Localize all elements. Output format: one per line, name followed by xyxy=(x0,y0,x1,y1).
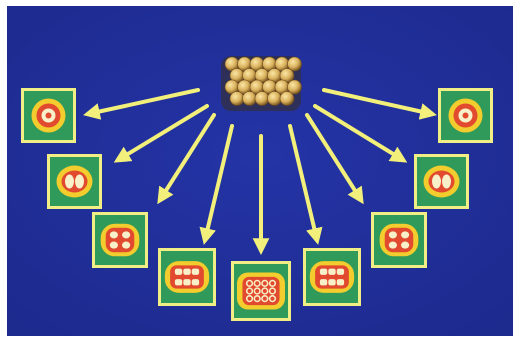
four-cell-icon xyxy=(379,223,419,257)
arrow-to-left-4 xyxy=(199,124,234,245)
cluster-cell xyxy=(229,91,245,106)
cell-cluster-icon xyxy=(221,56,302,111)
cluster-cell xyxy=(287,56,302,72)
stage-tile-right-3 xyxy=(371,212,427,268)
single-cell-icon xyxy=(448,98,483,133)
single-cell-icon xyxy=(31,98,66,133)
cluster-cell xyxy=(242,91,257,106)
stage-tile-right-4 xyxy=(303,248,361,306)
arrows xyxy=(83,88,437,256)
cluster-cell xyxy=(254,91,270,106)
stage-tile-left-1 xyxy=(21,88,76,143)
four-cell-icon xyxy=(100,223,140,257)
arrow-to-left-2 xyxy=(113,104,209,163)
sixteen-cell-icon xyxy=(237,272,285,310)
arrow-to-right-1 xyxy=(322,88,437,120)
stage-tile-center xyxy=(231,261,291,321)
cluster-cell xyxy=(287,79,302,95)
stage-tile-right-2 xyxy=(414,154,469,209)
stage-tiles xyxy=(21,88,493,321)
arrow-to-right-2 xyxy=(313,104,408,163)
eight-cell-icon xyxy=(164,261,210,293)
cluster-cell xyxy=(267,91,282,106)
stage-tile-left-4 xyxy=(158,248,216,306)
two-cell-icon xyxy=(423,165,460,198)
arrow-to-right-4 xyxy=(288,124,323,245)
stage-tile-left-2 xyxy=(47,154,102,209)
arrow-to-left-3 xyxy=(157,113,216,205)
two-cell-icon xyxy=(56,165,93,198)
cluster-cell xyxy=(279,91,295,106)
arrow-to-right-3 xyxy=(305,113,364,205)
eight-cell-icon xyxy=(309,261,355,293)
arrow-to-left-1 xyxy=(83,88,200,120)
stage-tile-right-1 xyxy=(438,88,493,143)
stage-tile-left-3 xyxy=(92,212,148,268)
